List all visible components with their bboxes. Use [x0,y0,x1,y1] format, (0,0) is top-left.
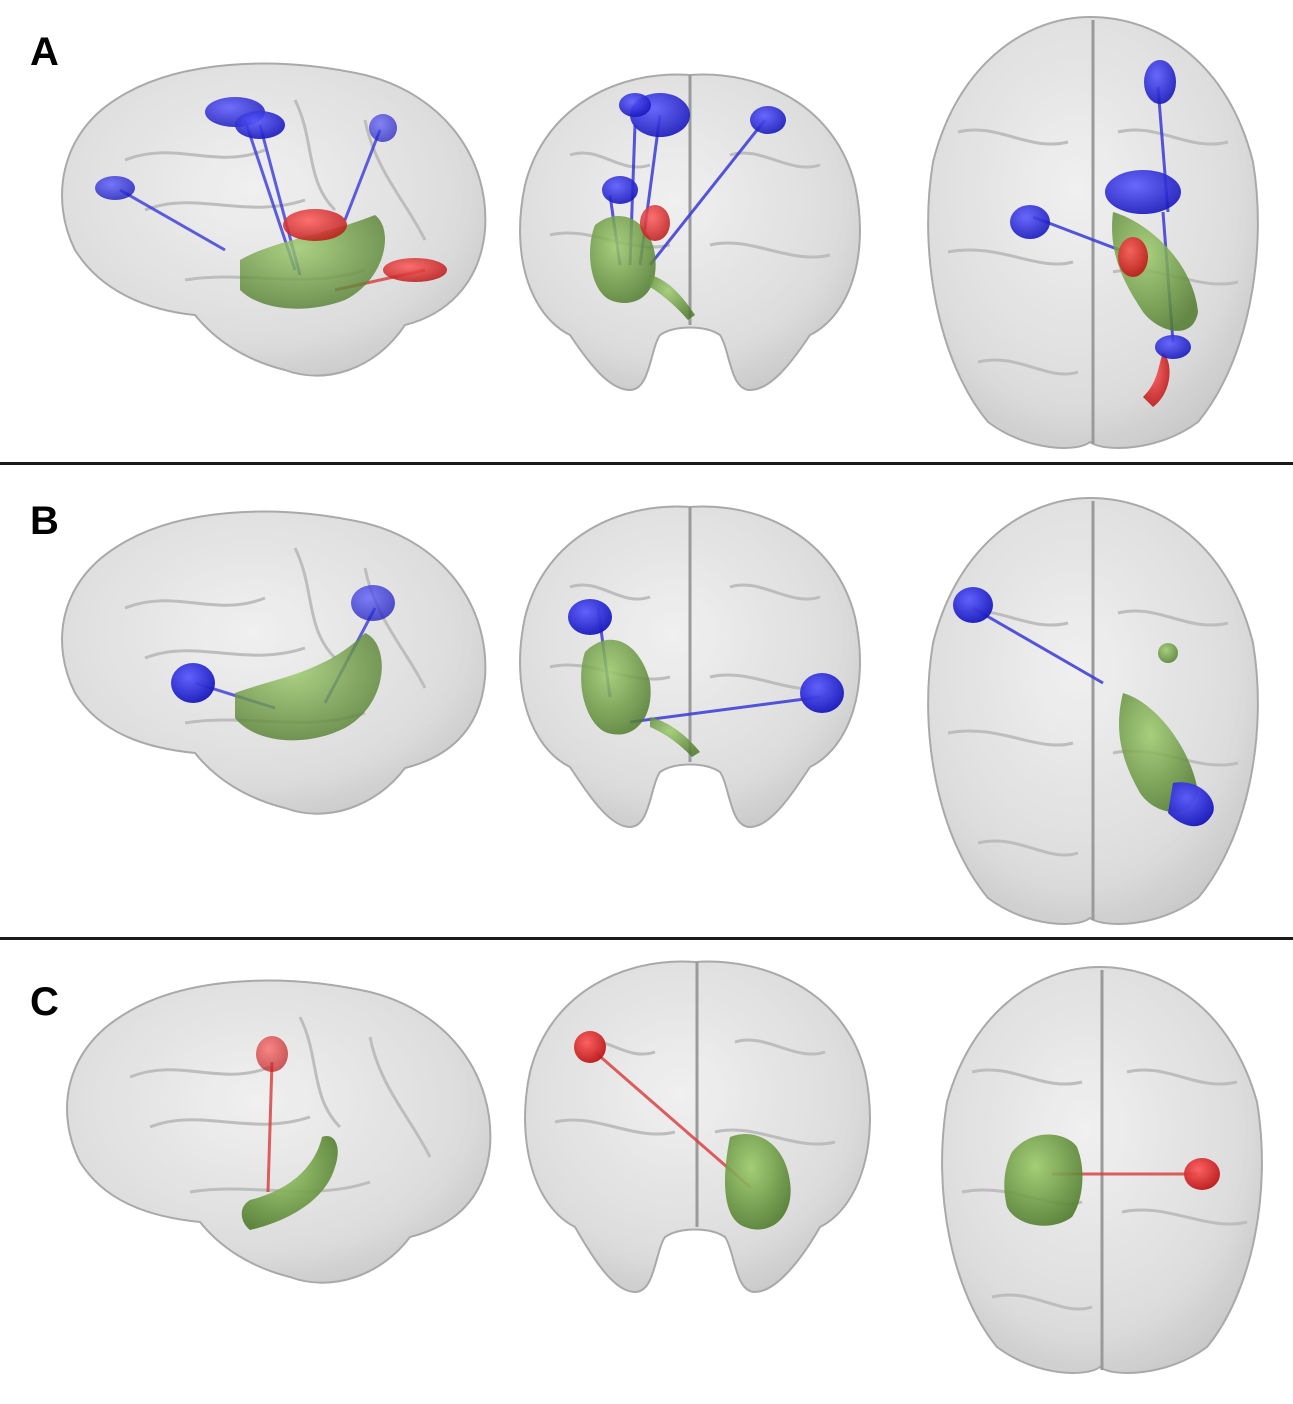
red-node [283,209,347,241]
red-node [1118,237,1148,277]
blue-node [171,663,215,703]
brain-coronal-view-c [524,960,871,1294]
brain-sagittal-view-c [66,979,492,1284]
blue-node [351,585,395,621]
green-region [1119,693,1198,812]
brain-axial-view-c [941,965,1263,1374]
blue-node [369,114,397,142]
green-region [235,633,382,741]
brain-outline [61,510,487,815]
blue-node [95,176,135,200]
brain-axial-view-b [927,496,1259,925]
panel-letter-a: A [30,30,59,74]
panel-letter-c: C [30,980,59,1024]
blue-node [750,106,786,134]
panel-letter-b: B [30,499,59,543]
brain-outline [61,62,487,377]
blue-node [568,599,612,635]
red-node [256,1036,288,1072]
green-region [1158,643,1178,663]
green-region [240,215,385,309]
blue-node [235,111,285,139]
red-node [1143,352,1170,407]
brain-coronal-view-a [519,73,861,392]
panel-divider [0,462,1293,465]
blue-node [1155,335,1191,359]
blue-node [619,93,651,117]
panel-c: C [0,940,1293,1404]
red-node [1184,1158,1220,1190]
red-node [640,205,670,241]
blue-node [1168,782,1214,827]
green-region [241,1136,338,1230]
brain-sagittal-view-b [61,510,487,815]
panel-a: A [0,0,1293,463]
red-node [383,258,447,282]
blue-node [1105,170,1181,214]
brain-coronal-view-b [519,505,861,829]
green-region [581,639,651,735]
blue-node [602,176,638,204]
blue-node [1144,60,1176,104]
green-region [590,216,656,303]
green-region [725,1134,791,1230]
green-region [1004,1134,1083,1226]
panel-b: B [0,465,1293,937]
panel-divider [0,937,1293,940]
brain-sagittal-view-a [61,62,487,377]
red-node [574,1031,606,1063]
brain-outline [66,979,492,1284]
blue-node [953,587,993,623]
brain-axial-view-a [927,15,1259,449]
blue-node [1010,205,1050,239]
blue-node [800,673,844,713]
